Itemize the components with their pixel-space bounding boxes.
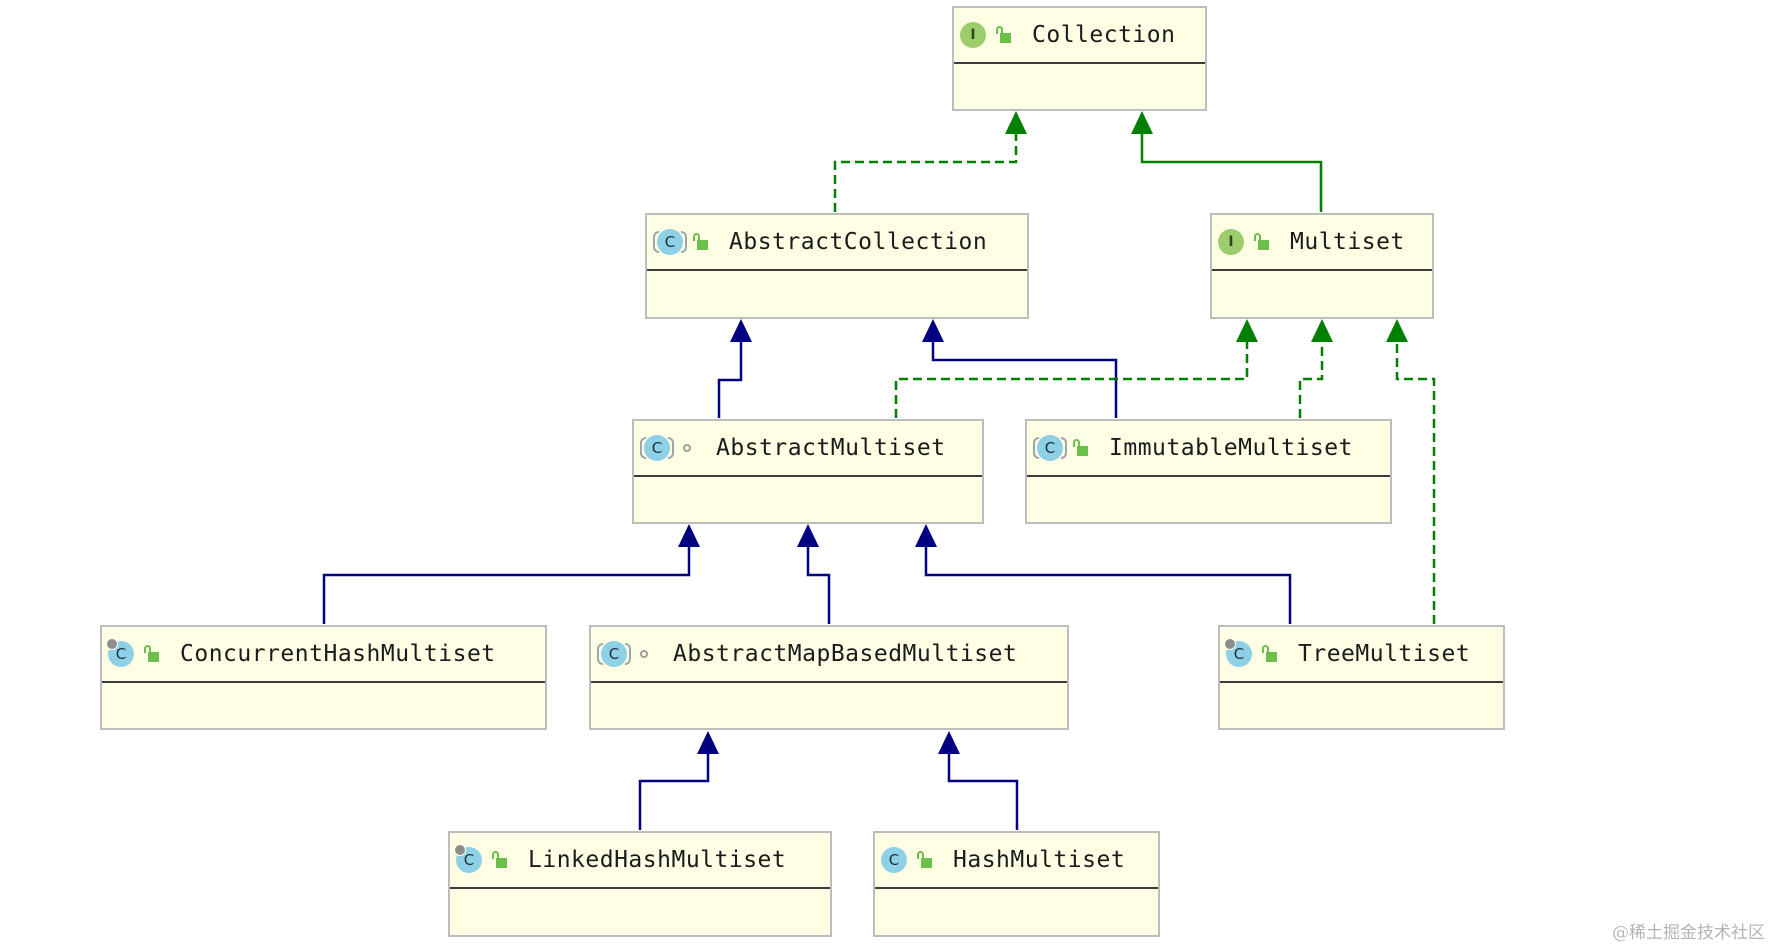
public-visibility-icon	[492, 851, 508, 869]
node-immutable-multiset[interactable]: C ImmutableMultiset	[1025, 419, 1392, 524]
edge-treemultiset-multiset	[1395, 341, 1436, 624]
arrowhead-blue	[730, 319, 752, 342]
interface-icon: I	[1218, 229, 1244, 255]
class-name: Collection	[1032, 22, 1176, 48]
class-name: AbstractCollection	[729, 229, 988, 255]
package-private-visibility-icon	[680, 439, 696, 457]
abstract-class-icon: C	[640, 435, 674, 461]
node-header: I Collection	[954, 8, 1205, 64]
edge-multiset-collection	[1140, 133, 1323, 212]
class-name: ConcurrentHashMultiset	[180, 641, 496, 667]
edge-concurrenthashmultiset-abstractmultiset	[322, 546, 691, 624]
class-icon: C	[881, 847, 907, 873]
node-abstract-map-based-multiset[interactable]: C AbstractMapBasedMultiset	[589, 625, 1069, 730]
node-multiset[interactable]: I Multiset	[1210, 213, 1434, 319]
arrowhead-blue	[938, 731, 960, 754]
public-visibility-icon	[1262, 645, 1278, 663]
node-header: C ImmutableMultiset	[1027, 421, 1390, 477]
public-visibility-icon	[693, 233, 709, 251]
class-name: AbstractMapBasedMultiset	[673, 641, 1018, 667]
edge-immutablemultiset-multiset	[1298, 341, 1324, 418]
final-class-icon: C	[1224, 638, 1252, 667]
class-name: AbstractMultiset	[716, 435, 946, 461]
package-private-visibility-icon	[637, 645, 653, 663]
node-header: C AbstractMultiset	[634, 421, 982, 477]
edge-abstractmapbasedmultiset-abstractmultiset	[806, 546, 831, 624]
final-class-icon: C	[454, 844, 482, 873]
node-tree-multiset[interactable]: C TreeMultiset	[1218, 625, 1505, 730]
final-class-icon: C	[106, 638, 134, 667]
node-abstract-multiset[interactable]: C AbstractMultiset	[632, 419, 984, 524]
edge-abstractcollection-collection	[833, 133, 1018, 212]
node-header: C HashMultiset	[875, 833, 1158, 889]
public-visibility-icon	[996, 26, 1012, 44]
class-name: TreeMultiset	[1298, 641, 1471, 667]
abstract-class-icon: C	[1033, 435, 1067, 461]
abstract-class-icon: C	[597, 641, 631, 667]
node-hash-multiset[interactable]: C HashMultiset	[873, 831, 1160, 937]
public-visibility-icon	[144, 645, 160, 663]
public-visibility-icon	[1254, 233, 1270, 251]
node-linked-hash-multiset[interactable]: C LinkedHashMultiset	[448, 831, 832, 937]
node-collection[interactable]: I Collection	[952, 6, 1207, 111]
edge-hashmultiset-abstractmapbasedmultiset	[947, 753, 1019, 830]
edge-abstractmultiset-multiset	[894, 341, 1249, 418]
node-header: C ConcurrentHashMultiset	[102, 627, 545, 683]
node-header: I Multiset	[1212, 215, 1432, 271]
public-visibility-icon	[917, 851, 933, 869]
edge-linkedhashmultiset-abstractmapbasedmultiset	[638, 753, 710, 830]
class-name: ImmutableMultiset	[1109, 435, 1353, 461]
interface-icon: I	[960, 22, 986, 48]
node-header: C LinkedHashMultiset	[450, 833, 830, 889]
arrowhead-green	[1236, 319, 1258, 342]
class-name: LinkedHashMultiset	[528, 847, 787, 873]
node-header: C AbstractCollection	[647, 215, 1027, 271]
edge-abstractmultiset-abstractcollection	[717, 341, 743, 418]
node-abstract-collection[interactable]: C AbstractCollection	[645, 213, 1029, 319]
node-header: C TreeMultiset	[1220, 627, 1503, 683]
node-concurrent-hash-multiset[interactable]: C ConcurrentHashMultiset	[100, 625, 547, 730]
arrowhead-green	[1386, 319, 1408, 342]
arrowhead-blue	[922, 319, 944, 342]
arrowhead-green	[1131, 111, 1153, 134]
arrowhead-blue	[797, 524, 819, 547]
arrowhead-green	[1005, 111, 1027, 134]
class-name: Multiset	[1290, 229, 1405, 255]
arrowhead-blue	[697, 731, 719, 754]
edge-treemultiset-abstractmultiset	[924, 546, 1292, 624]
arrowhead-blue	[915, 524, 937, 547]
edge-immutablemultiset-abstractcollection	[931, 341, 1118, 418]
class-name: HashMultiset	[953, 847, 1126, 873]
arrowhead-blue	[678, 524, 700, 547]
public-visibility-icon	[1073, 439, 1089, 457]
abstract-class-icon: C	[653, 229, 687, 255]
node-header: C AbstractMapBasedMultiset	[591, 627, 1067, 683]
watermark: @稀土掘金技术社区	[1612, 923, 1765, 943]
arrowhead-green	[1311, 319, 1333, 342]
